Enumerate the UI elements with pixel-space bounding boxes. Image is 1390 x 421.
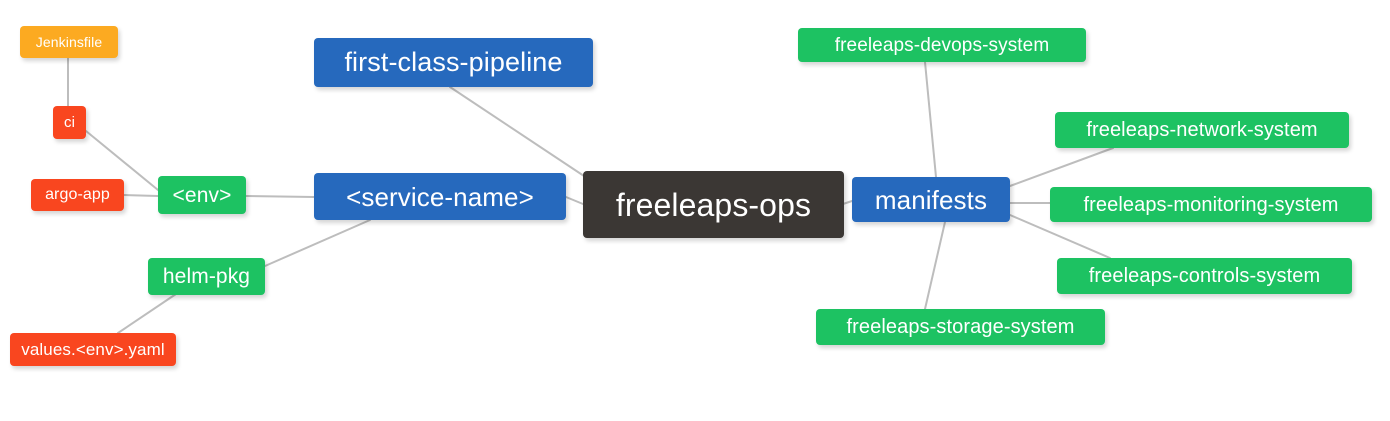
mindmap-node-manifests[interactable]: manifests — [852, 177, 1010, 222]
mindmap-node-monitoring[interactable]: freeleaps-monitoring-system — [1050, 187, 1372, 222]
mindmap-node-argoapp[interactable]: argo-app — [31, 179, 124, 211]
mindmap-node-root[interactable]: freeleaps-ops — [583, 171, 844, 238]
mindmap-node-jenkinsfile[interactable]: Jenkinsfile — [20, 26, 118, 58]
edge-root-to-pipeline — [449, 86, 591, 181]
mindmap-node-network[interactable]: freeleaps-network-system — [1055, 112, 1349, 148]
mindmap-node-values[interactable]: values.<env>.yaml — [10, 333, 176, 366]
edge-root-to-service — [565, 196, 584, 205]
edge-manifests-to-storage — [924, 221, 946, 310]
edge-service-to-helmpkg — [264, 219, 371, 267]
edge-service-to-env — [245, 195, 315, 198]
edge-helmpkg-to-values — [117, 293, 177, 334]
edge-env-to-argoapp — [123, 194, 159, 197]
edge-root-to-manifests — [842, 200, 853, 205]
edge-manifests-to-network — [1009, 147, 1114, 187]
mindmap-node-service[interactable]: <service-name> — [314, 173, 566, 220]
mindmap-node-storage[interactable]: freeleaps-storage-system — [816, 309, 1105, 345]
mindmap-node-controls[interactable]: freeleaps-controls-system — [1057, 258, 1352, 294]
mindmap-node-helmpkg[interactable]: helm-pkg — [148, 258, 265, 295]
mindmap-node-ci[interactable]: ci — [53, 106, 86, 139]
mindmap-node-env[interactable]: <env> — [158, 176, 246, 214]
mindmap-node-pipeline[interactable]: first-class-pipeline — [314, 38, 593, 87]
edge-manifests-to-devops — [924, 61, 937, 178]
mindmap-node-devops[interactable]: freeleaps-devops-system — [798, 28, 1086, 62]
